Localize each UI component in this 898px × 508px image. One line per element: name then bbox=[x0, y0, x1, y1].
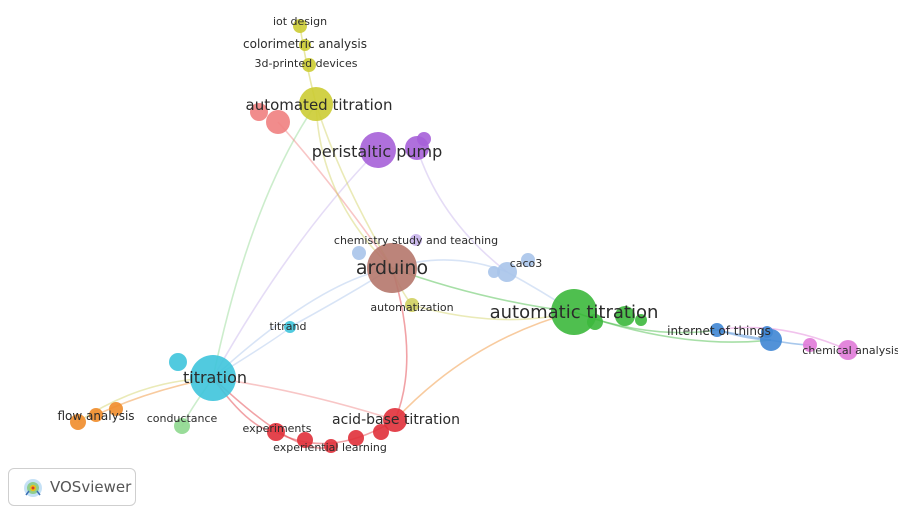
node-conductance[interactable] bbox=[174, 418, 190, 434]
node-green-b[interactable] bbox=[615, 306, 635, 326]
label-experiential-learning[interactable]: experiential learning bbox=[273, 441, 387, 454]
edge-22 bbox=[716, 326, 849, 351]
node-3d-printed-devices[interactable] bbox=[302, 58, 316, 72]
node-red-b[interactable] bbox=[348, 430, 364, 446]
edge-18 bbox=[394, 311, 575, 421]
vosviewer-badge[interactable]: VOSviewer bbox=[8, 468, 136, 506]
label-experiments[interactable]: experiments bbox=[243, 422, 312, 435]
node-experiential-learning[interactable] bbox=[324, 439, 338, 453]
edge-5 bbox=[212, 377, 332, 449]
node-automatization[interactable] bbox=[405, 298, 419, 312]
edge-19 bbox=[416, 147, 508, 273]
labels-layer: iot design colorimetric analysis 3d-prin… bbox=[57, 15, 898, 454]
node-caco3[interactable] bbox=[497, 262, 517, 282]
node-chemistry-study[interactable] bbox=[352, 246, 366, 260]
edge-10 bbox=[277, 121, 393, 269]
node-automated-titration[interactable] bbox=[299, 87, 333, 121]
label-automatization[interactable]: automatization bbox=[370, 301, 453, 314]
node-titration[interactable] bbox=[190, 355, 236, 401]
vosviewer-logo-icon bbox=[24, 479, 42, 497]
label-chemical-analysis[interactable]: chemical analysis bbox=[802, 344, 898, 357]
node-salmon-b[interactable] bbox=[266, 110, 290, 134]
label-conductance[interactable]: conductance bbox=[147, 412, 218, 425]
node-flow-analysis[interactable] bbox=[89, 408, 103, 422]
node-caco3-c[interactable] bbox=[521, 253, 535, 267]
brand-name: VOSviewer bbox=[50, 478, 132, 496]
label-chemistry-study-and-teaching[interactable]: chemistry study and teaching bbox=[334, 234, 498, 247]
label-3d-printed-devices[interactable]: 3d-printed devices bbox=[255, 57, 358, 70]
node-lavender[interactable] bbox=[410, 234, 422, 246]
label-iot-design[interactable]: iot design bbox=[273, 15, 327, 28]
node-green-c[interactable] bbox=[635, 314, 647, 326]
node-blue-a[interactable] bbox=[710, 323, 724, 337]
node-arduino[interactable] bbox=[367, 243, 417, 293]
label-flow-analysis[interactable]: flow analysis bbox=[57, 409, 134, 423]
label-caco3[interactable]: caco3 bbox=[510, 257, 543, 270]
label-acid-base-titration[interactable]: acid-base titration bbox=[332, 412, 460, 428]
label-internet-of-things[interactable]: internet of things bbox=[667, 324, 771, 338]
node-caco3-b[interactable] bbox=[488, 266, 500, 278]
label-automatic-titration[interactable]: automatic titration bbox=[490, 302, 659, 323]
node-orange-b[interactable] bbox=[70, 414, 86, 430]
nodes-layer bbox=[70, 19, 858, 453]
edge-1 bbox=[212, 149, 379, 379]
node-blue-c[interactable] bbox=[761, 326, 773, 338]
node-red-c[interactable] bbox=[373, 424, 389, 440]
node-pink-a[interactable] bbox=[803, 338, 817, 352]
node-chemical-analysis[interactable] bbox=[838, 340, 858, 360]
node-orange-a[interactable] bbox=[109, 402, 123, 416]
node-green-a[interactable] bbox=[587, 314, 603, 330]
node-experiments[interactable] bbox=[267, 423, 285, 441]
node-salmon-a[interactable] bbox=[250, 103, 268, 121]
label-peristaltic-pump[interactable]: peristaltic pump bbox=[312, 142, 443, 161]
label-automated-titration[interactable]: automated titration bbox=[246, 96, 393, 114]
node-cyan-a[interactable] bbox=[169, 353, 187, 371]
label-arduino[interactable]: arduino bbox=[356, 257, 428, 279]
node-iot-design[interactable] bbox=[293, 19, 307, 33]
node-red-a[interactable] bbox=[297, 432, 313, 448]
node-acid-base-titration[interactable] bbox=[383, 408, 407, 432]
label-colorimetric-analysis[interactable]: colorimetric analysis bbox=[243, 37, 367, 51]
label-titration[interactable]: titration bbox=[183, 368, 247, 387]
node-titrand[interactable] bbox=[284, 321, 296, 333]
node-purple-b[interactable] bbox=[417, 132, 431, 146]
node-colorimetric-analysis[interactable] bbox=[299, 39, 311, 51]
edge-0 bbox=[212, 103, 317, 379]
node-automatic-titration[interactable] bbox=[551, 289, 597, 335]
label-titrand[interactable]: titrand bbox=[270, 320, 307, 333]
node-peristaltic-pump[interactable] bbox=[360, 132, 396, 168]
